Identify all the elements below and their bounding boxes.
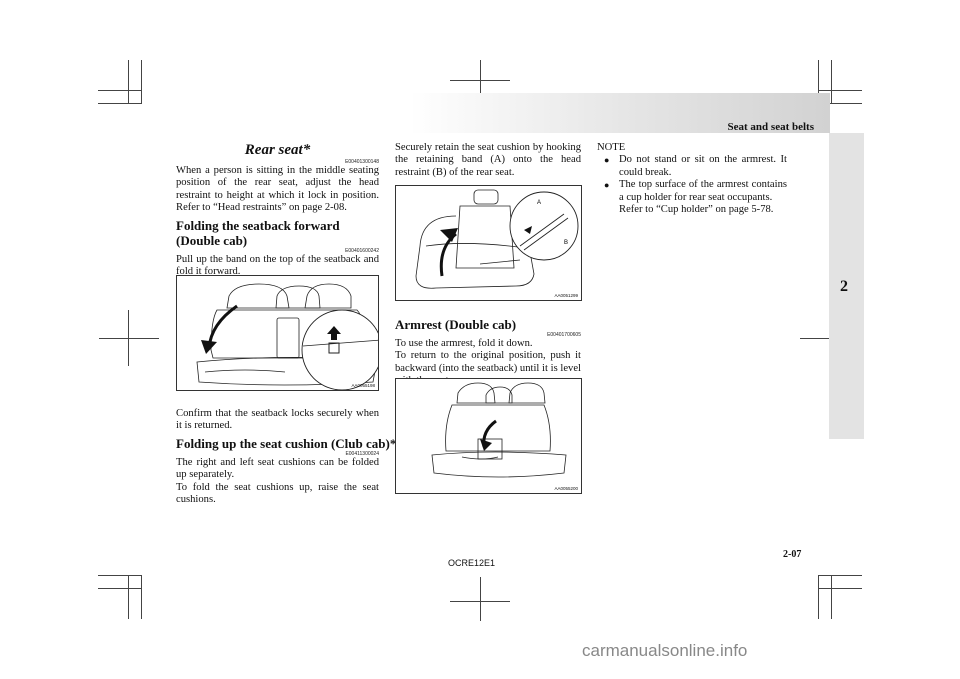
note-bullet-1: ● Do not stand or sit on the armrest. It… <box>597 154 787 179</box>
figure-armrest: AA0055200 <box>395 378 582 494</box>
section-code: E00411300024 <box>345 450 379 457</box>
heading-folding-seat-cushion: Folding up the seat cushion (Club cab)* <box>176 435 397 451</box>
armrest-text-1: To use the armrest, fold it down. <box>395 338 533 349</box>
note-label: NOTE <box>597 142 626 153</box>
seat-cushion-text-2: To fold the seat cushions up, raise the … <box>176 481 379 506</box>
figure-code: AA0051299 <box>554 293 578 298</box>
section-code: E00401700605 <box>547 332 581 338</box>
section-code: E00401600242 <box>345 247 379 254</box>
chapter-tab <box>829 133 864 439</box>
seatback-fold-illustration <box>196 283 383 391</box>
watermark: carmanualsonline.info <box>582 641 748 660</box>
note-bullet-2: ● The top surface of the armrest contain… <box>597 179 787 216</box>
retaining-band-illustration: A B <box>415 189 579 289</box>
label-a: A <box>537 200 541 206</box>
header-title: Seat and seat belts <box>727 121 814 133</box>
chapter-tab-number: 2 <box>840 278 848 295</box>
seatback-confirm-text: Confirm that the seatback locks securely… <box>176 408 379 432</box>
column-3: NOTE ● Do not stand or sit on the armres… <box>597 142 787 216</box>
page-number: 2-07 <box>783 549 802 560</box>
figure-retaining-band: A B AA0051299 <box>395 185 582 301</box>
note-bullet-2-text: The top surface of the armrest contains … <box>619 179 787 203</box>
figure-seatback-fold: AA0055198 <box>176 275 383 391</box>
column-2: Securely retain the seat cushion by hook… <box>395 142 581 179</box>
label-b: B <box>564 240 568 246</box>
note-bullet-2-ref: Refer to “Cup holder” on page 5-78. <box>619 204 774 216</box>
column-1-lower: Confirm that the seatback locks securely… <box>176 408 397 506</box>
figure-code: AA0055200 <box>554 486 578 491</box>
armrest-illustration <box>431 382 567 478</box>
rear-seat-intro: When a person is sitting in the middle s… <box>176 165 379 214</box>
section-title-rear-seat: Rear seat* <box>244 142 311 158</box>
footer-code: OCRE12E1 <box>448 558 496 568</box>
heading-folding-seatback: Folding the seatback forward (Double cab… <box>176 217 340 248</box>
figure-code: AA0055198 <box>351 383 375 388</box>
section-code: E00401300148 <box>345 159 379 165</box>
folding-seatback-text: Pull up the band on the top of the seatb… <box>176 253 379 278</box>
bullet-icon: ● <box>604 180 610 191</box>
header-bar <box>410 93 830 133</box>
column-1: Rear seat* E00401300148 When a person is… <box>176 142 379 278</box>
note-bullet-1-text: Do not stand or sit on the armrest. It c… <box>619 154 787 178</box>
heading-armrest: Armrest (Double cab) <box>395 317 517 332</box>
retaining-band-text: Securely retain the seat cushion by hook… <box>395 142 581 178</box>
bullet-icon: ● <box>604 155 610 166</box>
seat-cushion-text-1: The right and left seat cushions can be … <box>176 456 379 481</box>
